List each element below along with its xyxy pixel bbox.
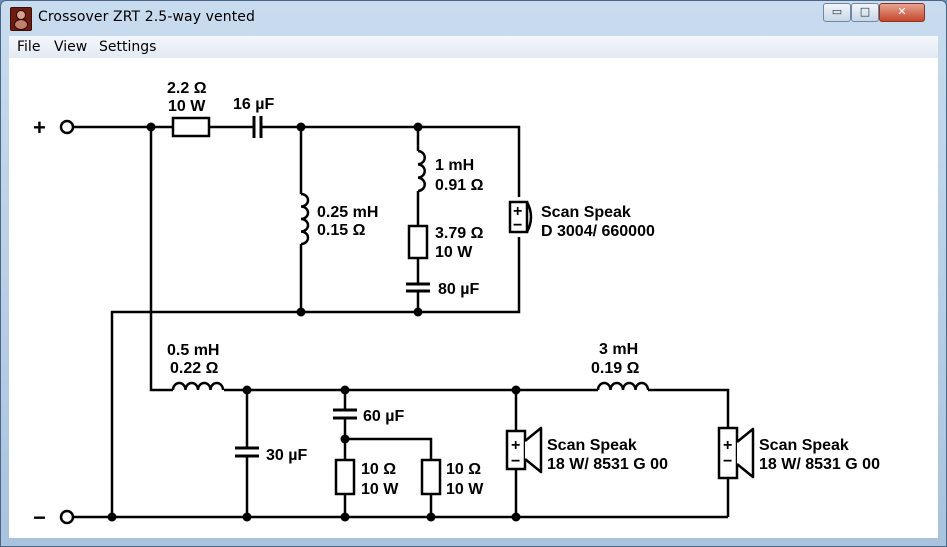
window-title: Crossover ZRT 2.5-way vented bbox=[38, 9, 255, 25]
title-bar[interactable]: Crossover ZRT 2.5-way vented ▭ □ ✕ bbox=[1, 1, 946, 35]
close-button[interactable]: ✕ bbox=[879, 3, 925, 22]
crossover-schematic: + − 2.2 Ω 10 W 16 µF 0.25 mH 0.15 Ω bbox=[33, 80, 880, 530]
minus-sign: − bbox=[33, 505, 46, 530]
minus-terminal[interactable] bbox=[59, 509, 75, 525]
low-inductor-2[interactable] bbox=[596, 381, 650, 391]
low-mid-capacitor-value: 60 µF bbox=[363, 408, 404, 425]
series-resistor[interactable] bbox=[171, 116, 211, 138]
series-capacitor[interactable] bbox=[252, 116, 263, 138]
shunt-inductor-value: 0.25 mH bbox=[317, 204, 378, 221]
low-shunt-capacitor[interactable] bbox=[235, 446, 259, 458]
tweeter-model: D 3004/ 660000 bbox=[541, 223, 655, 240]
low-inductor-2-value: 3 mH bbox=[599, 341, 638, 358]
low-resistor-b-power: 10 W bbox=[446, 481, 484, 498]
woofer-2-plus-sign: + bbox=[723, 437, 732, 454]
low-inductor-2-resistance: 0.19 Ω bbox=[591, 360, 640, 377]
low-inductor-1-resistance: 0.22 Ω bbox=[170, 360, 219, 377]
mid-return-wire bbox=[110, 237, 521, 517]
tweeter-minus-sign: − bbox=[513, 217, 522, 234]
notch-inductor[interactable] bbox=[417, 149, 426, 193]
menu-bar: File View Settings bbox=[9, 36, 938, 58]
shunt-inductor[interactable] bbox=[300, 192, 310, 246]
notch-resistor[interactable] bbox=[407, 224, 429, 260]
woofer-1-brand: Scan Speak bbox=[547, 437, 637, 454]
series-resistor-value: 2.2 Ω bbox=[167, 80, 207, 97]
low-resistor-a[interactable] bbox=[334, 458, 356, 496]
menu-settings[interactable]: Settings bbox=[99, 39, 157, 55]
top-rail-wire bbox=[74, 125, 521, 197]
low-inductor-1[interactable] bbox=[171, 381, 225, 391]
notch-resistor-power: 10 W bbox=[435, 244, 473, 261]
series-resistor-power: 10 W bbox=[168, 98, 206, 115]
rc-wire bbox=[343, 390, 433, 517]
plus-terminal[interactable] bbox=[59, 119, 75, 135]
tweeter-brand: Scan Speak bbox=[541, 204, 631, 221]
menu-file[interactable]: File bbox=[17, 39, 41, 55]
schematic-canvas: + − 2.2 Ω 10 W 16 µF 0.25 mH 0.15 Ω bbox=[9, 58, 938, 538]
woofer-1-speaker-icon[interactable] bbox=[505, 426, 543, 474]
junction-dots bbox=[107, 122, 521, 522]
maximize-button[interactable]: □ bbox=[851, 3, 879, 22]
notch-capacitor-value: 80 µF bbox=[438, 281, 479, 298]
minimize-button[interactable]: ▭ bbox=[823, 3, 851, 22]
woofer-2-brand: Scan Speak bbox=[759, 437, 849, 454]
plus-sign: + bbox=[33, 115, 46, 140]
woofer-2-minus-sign: − bbox=[723, 453, 732, 470]
low-inductor-1-value: 0.5 mH bbox=[167, 342, 219, 359]
low-mid-capacitor[interactable] bbox=[333, 408, 357, 420]
low-rail-wire bbox=[224, 388, 730, 428]
notch-inductor-value: 1 mH bbox=[435, 157, 474, 174]
menu-view[interactable]: View bbox=[54, 39, 88, 55]
woofer-1-plus-sign: + bbox=[511, 437, 520, 454]
speaker-app-icon[interactable] bbox=[10, 7, 32, 31]
low-resistor-b-value: 10 Ω bbox=[446, 461, 481, 478]
woofer-2-speaker-icon[interactable] bbox=[717, 426, 755, 480]
woofer-2-model: 18 W/ 8531 G 00 bbox=[759, 456, 880, 473]
low-resistor-a-power: 10 W bbox=[361, 481, 399, 498]
left-branch-wire bbox=[149, 127, 173, 392]
low-resistor-b[interactable] bbox=[420, 458, 442, 496]
woofer-1-minus-sign: − bbox=[511, 453, 520, 470]
shunt-inductor-resistance: 0.15 Ω bbox=[317, 222, 366, 239]
low-resistor-a-value: 10 Ω bbox=[361, 461, 396, 478]
notch-inductor-resistance: 0.91 Ω bbox=[435, 177, 484, 194]
low-shunt-capacitor-value: 30 µF bbox=[266, 447, 307, 464]
tweeter-speaker-icon[interactable] bbox=[508, 200, 533, 234]
tweeter-plus-sign: + bbox=[513, 203, 522, 220]
woofer-1-model: 18 W/ 8531 G 00 bbox=[547, 456, 668, 473]
notch-resistor-value: 3.79 Ω bbox=[435, 225, 484, 242]
series-capacitor-value: 16 µF bbox=[233, 96, 274, 113]
notch-capacitor[interactable] bbox=[406, 282, 430, 293]
